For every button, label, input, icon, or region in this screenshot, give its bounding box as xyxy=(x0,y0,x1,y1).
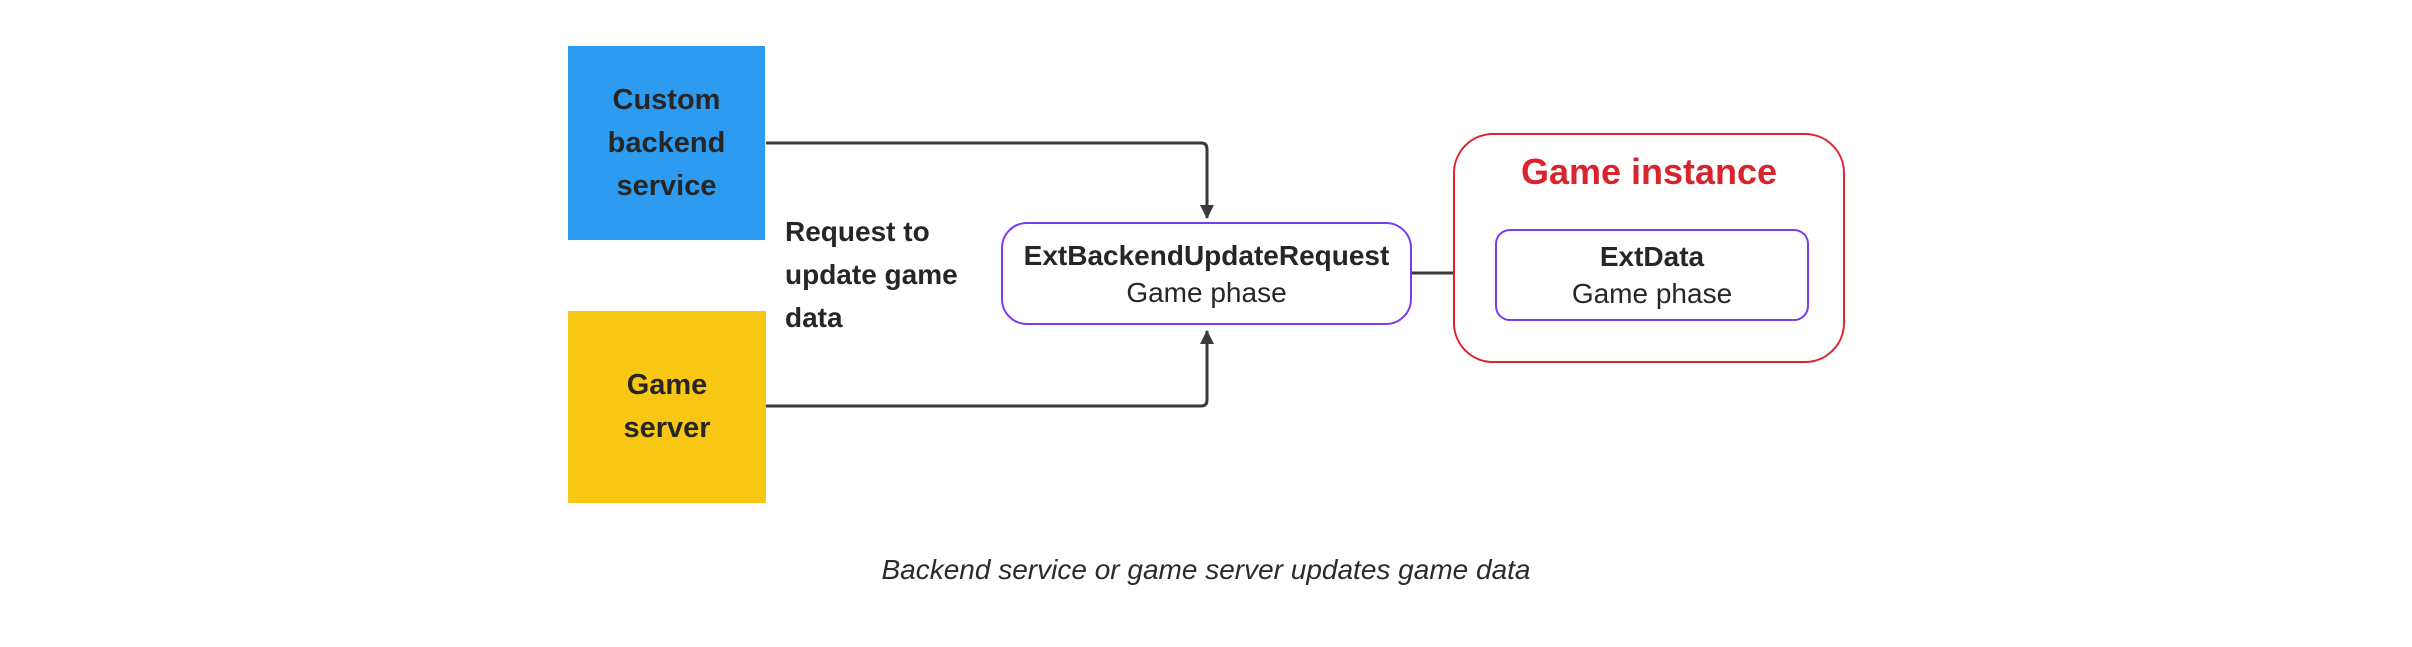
game-instance-title: Game instance xyxy=(1520,151,1778,192)
ext-data-title: ExtData xyxy=(1599,241,1705,272)
diagram-caption: Backend service or game server updates g… xyxy=(881,554,1531,585)
ext-data-node: ExtData Game phase xyxy=(1495,229,1809,321)
request-update-game-data-label: Request to update game data xyxy=(785,216,958,333)
connector-gameserver-to-request xyxy=(766,330,1214,408)
ext-backend-update-request-subtitle: Game phase xyxy=(1126,276,1287,308)
ext-backend-update-request-node: ExtBackendUpdateRequest Game phase xyxy=(1001,222,1412,325)
connector-backend-to-request xyxy=(766,141,1214,219)
ext-backend-update-request-title: ExtBackendUpdateRequest xyxy=(1023,239,1390,271)
custom-backend-service-node: Custom backend service xyxy=(568,46,765,240)
game-server-node: Game server xyxy=(568,311,766,503)
ext-data-subtitle: Game phase xyxy=(1571,278,1733,309)
game-instance-container: Game instance ExtData Game phase xyxy=(1453,133,1845,363)
